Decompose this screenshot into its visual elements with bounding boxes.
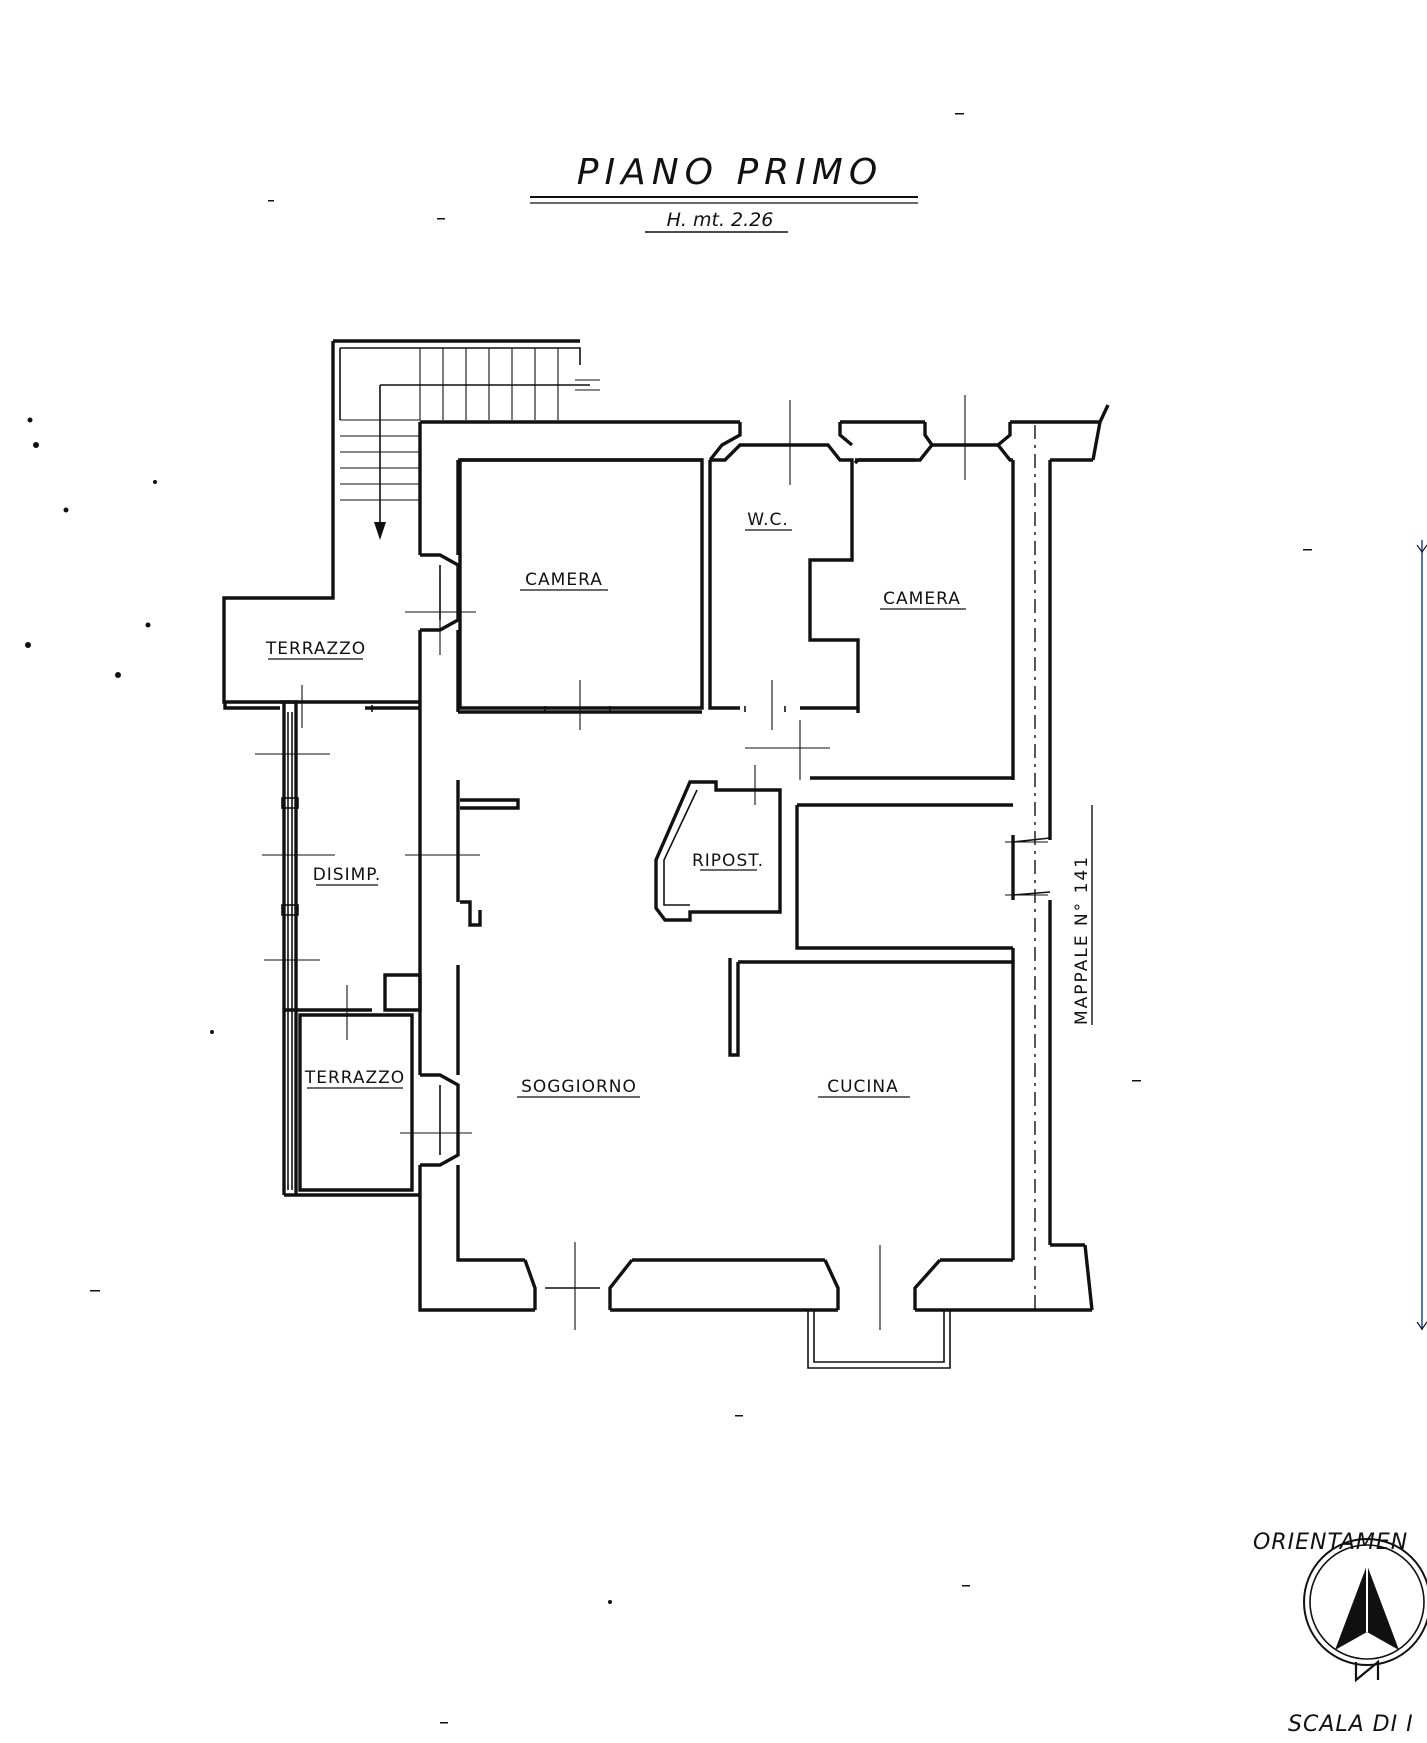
central-walls xyxy=(458,710,1015,1057)
room-label-terrazzo-bottom: TERRAZZO xyxy=(304,1068,405,1088)
room-wc xyxy=(708,443,860,710)
room-label-wc: W.C. xyxy=(747,510,789,530)
margin-tick-top xyxy=(1416,544,1427,553)
corridor-walls xyxy=(223,700,422,1197)
scale-label: SCALA DI I xyxy=(1288,1712,1414,1737)
mappale-boundary xyxy=(1012,425,1052,1310)
mappale-label: MAPPALE N° 141 xyxy=(1072,855,1092,1025)
margin-tick-bottom xyxy=(1416,1321,1427,1330)
room-label-riposto: RIPOST. xyxy=(692,851,764,871)
stair-arrow-icon xyxy=(374,522,386,540)
plan-title: PIANO PRIMO xyxy=(577,152,883,193)
room-label-terrazzo-top: TERRAZZO xyxy=(265,639,366,659)
north-arrow-icon xyxy=(1303,1538,1427,1683)
room-label-camera-right: CAMERA xyxy=(883,589,961,609)
scan-specks xyxy=(25,113,1312,1724)
door-marks xyxy=(371,705,786,712)
room-label-disimp: DISIMP. xyxy=(313,865,382,885)
windows xyxy=(420,422,1012,1369)
room-camera-right xyxy=(810,443,1013,780)
room-label-soggiorno: SOGGIORNO xyxy=(521,1077,637,1097)
room-label-cucina: CUCINA xyxy=(827,1077,899,1097)
outer-walls xyxy=(418,404,1110,1312)
room-label-camera-left: CAMERA xyxy=(525,570,603,590)
axis-marks xyxy=(255,395,1048,1330)
height-note: H. mt. 2.26 xyxy=(667,209,774,231)
